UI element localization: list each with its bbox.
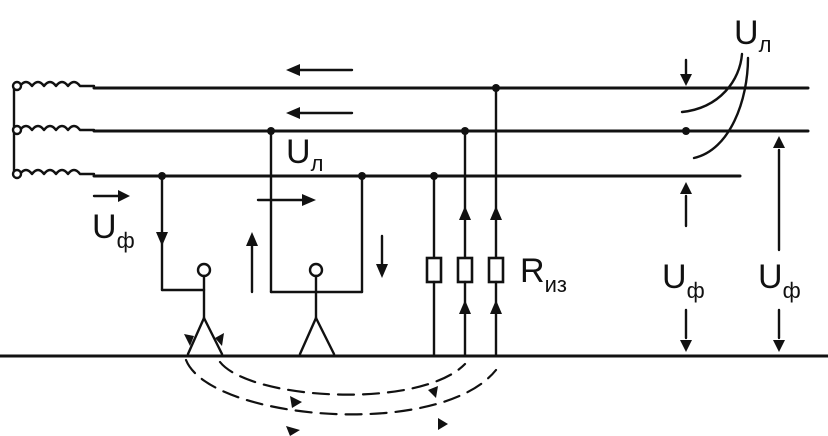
resistor-c xyxy=(425,256,443,284)
terminal-a xyxy=(11,80,23,92)
line-current-arrows xyxy=(286,64,354,119)
uf-left-arrow xyxy=(92,190,130,202)
winding-c xyxy=(18,168,96,176)
arrow-down-icon xyxy=(156,232,168,246)
person-middle xyxy=(246,127,388,356)
u-phase-right1-label: Uф xyxy=(662,258,705,303)
person-left xyxy=(156,172,224,356)
transformer-windings xyxy=(11,80,96,180)
resistor-a xyxy=(487,256,505,284)
terminal-b xyxy=(11,124,23,136)
r-iso-label: Rиз xyxy=(520,252,567,297)
voltage-indicators xyxy=(680,52,785,352)
u-line-mid-label: Uл xyxy=(286,133,323,176)
insulation-resistors xyxy=(425,84,505,358)
u-phase-left-label: Uф xyxy=(92,208,135,253)
winding-b xyxy=(18,124,96,132)
resistor-b xyxy=(456,256,474,284)
ul-mid-arrow xyxy=(256,194,316,206)
ground-current-path xyxy=(184,358,498,436)
winding-a xyxy=(18,80,96,88)
terminal-c xyxy=(11,168,23,180)
u-line-top-label: Uл xyxy=(734,14,771,57)
u-phase-right2-label: Uф xyxy=(758,258,801,303)
